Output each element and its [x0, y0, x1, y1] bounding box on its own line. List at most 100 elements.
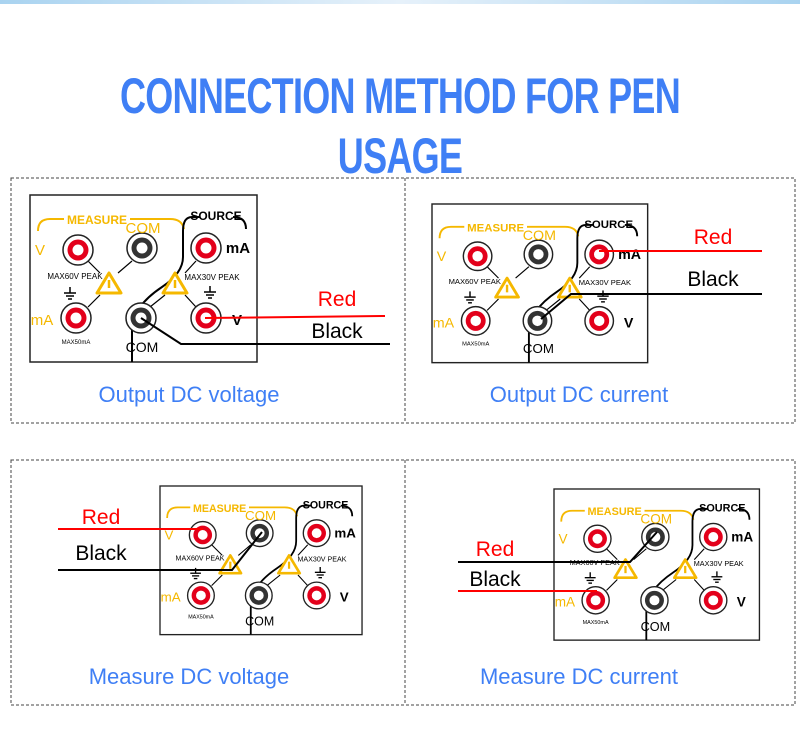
source-ma-label: mA: [618, 247, 641, 263]
top-dashed-frame: [10, 177, 796, 424]
measure-label: MEASURE: [67, 213, 127, 227]
jack-hole: [708, 531, 719, 542]
red-wire: [204, 315, 386, 319]
jack-hole: [197, 530, 208, 540]
jack-source-v: [699, 586, 728, 615]
jack-measure-v: [62, 234, 94, 266]
measure-ma-label: mA: [433, 316, 455, 332]
caption: Output DC current: [490, 382, 669, 407]
black-wire-label: Black: [75, 542, 127, 565]
measure-v-label: V: [437, 249, 447, 265]
warning-triangle-icon: [613, 558, 638, 580]
jack-hole: [472, 251, 483, 262]
black-wire-label: Black: [311, 320, 363, 343]
max60v-label: MAX60V PEAK: [176, 555, 225, 563]
max50ma-label: MAX50mA: [62, 340, 91, 346]
warning-triangle-icon: [277, 554, 302, 575]
source-bracket: [737, 508, 751, 520]
connector-line: [606, 579, 618, 591]
measure-com-label: COM: [640, 511, 672, 526]
connector-line: [486, 266, 499, 279]
source-label: SOURCE: [699, 503, 745, 515]
jack-hole: [649, 595, 660, 606]
ground-icon: [314, 566, 326, 579]
max50ma-label: MAX50mA: [583, 620, 609, 626]
source-bracket: [232, 216, 247, 230]
ground-icon: [584, 572, 596, 584]
measure-com-label: COM: [245, 508, 276, 523]
jack-hole: [196, 590, 206, 601]
source-com-label: COM: [245, 615, 274, 629]
connector-line: [149, 294, 166, 308]
jack-hole: [70, 312, 82, 324]
black-wire-label: Black: [469, 568, 521, 591]
jack-source-ma: [190, 232, 222, 264]
measure-v-label: V: [559, 531, 568, 546]
jack-hole: [593, 315, 605, 327]
connector-line: [266, 574, 281, 587]
measure-label: MEASURE: [193, 503, 246, 515]
source-v-label: V: [737, 595, 746, 610]
panel-border: [553, 488, 761, 641]
max30v-label: MAX30V PEAK: [694, 559, 744, 568]
jack-measure-com: [245, 519, 274, 548]
jack-hole: [253, 590, 264, 601]
source-com-label: COM: [126, 339, 159, 355]
measure-v-label: V: [164, 527, 173, 542]
jack-source-v: [302, 581, 331, 610]
jack-hole: [650, 531, 661, 542]
panel-border: [431, 203, 649, 364]
connector-line: [486, 298, 499, 311]
jack-hole: [708, 595, 719, 606]
measure-label: MEASURE: [467, 223, 524, 235]
jack-hole: [72, 244, 84, 256]
measure-ma-label: mA: [555, 595, 576, 610]
max60v-label: MAX60V PEAK: [449, 277, 501, 286]
jack-hole: [200, 242, 212, 254]
connector-line: [117, 260, 133, 274]
source-label: SOURCE: [190, 209, 241, 223]
caption: Output DC voltage: [99, 382, 280, 407]
max30v-label: MAX30V PEAK: [579, 278, 631, 287]
connector-line: [184, 294, 197, 308]
max50ma-label: MAX50mA: [188, 615, 214, 621]
black-wire: [140, 317, 390, 345]
max50ma-label: MAX50mA: [462, 342, 489, 348]
warning-triangle-icon: [161, 271, 189, 295]
connector-line: [87, 260, 101, 274]
connector-line: [297, 574, 309, 587]
jack-measure-ma: [581, 586, 610, 615]
black-wire-label: Black: [687, 268, 739, 291]
ground-icon: [204, 286, 216, 299]
black-wire: [458, 531, 658, 563]
jack-measure-ma: [60, 302, 92, 334]
measure-ma-label: mA: [31, 312, 54, 329]
jack-measure-v: [188, 520, 217, 549]
jack-measure-v: [462, 241, 493, 272]
jack-measure-v: [583, 524, 612, 554]
source-ma-label: mA: [731, 529, 753, 544]
connector-line: [578, 266, 591, 279]
jack-source-ma: [699, 522, 728, 552]
warning-triangle-icon: [673, 558, 698, 580]
black-wire: [540, 293, 762, 320]
jack-hole: [590, 595, 601, 606]
jack-source-ma: [584, 239, 615, 270]
jack-measure-com: [523, 239, 554, 270]
jack-hole: [470, 315, 481, 327]
warning-triangle-icon: [494, 276, 520, 299]
connector-line: [545, 298, 561, 311]
jack-source-com: [244, 581, 273, 610]
jack-hole: [136, 242, 148, 254]
measure-com-label: COM: [126, 220, 161, 237]
top-gradient-bar: [0, 0, 800, 4]
source-label: SOURCE: [303, 499, 349, 511]
panel-border: [29, 194, 258, 363]
connector-line: [87, 294, 101, 308]
connector-line: [237, 544, 252, 556]
connector-line: [515, 266, 530, 279]
